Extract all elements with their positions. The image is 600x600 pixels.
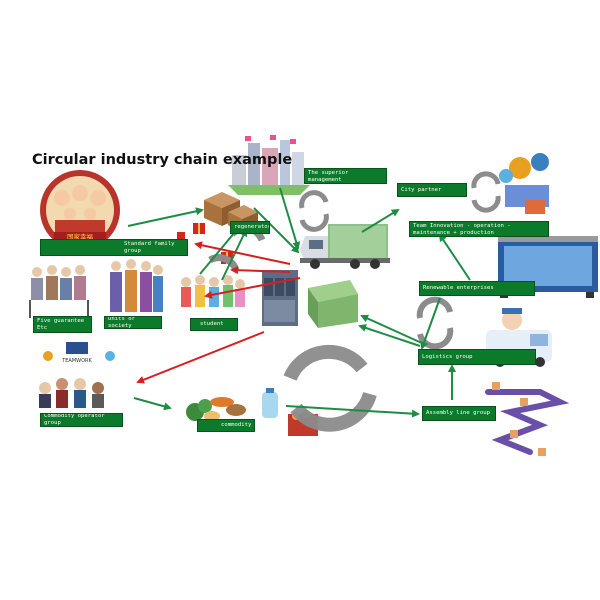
label-regenerator: regenerator xyxy=(230,221,270,234)
label-renewable-enterprises: Renewable enterprises xyxy=(419,281,535,296)
label-innovation: Team Innovation - operation - maintenanc… xyxy=(409,221,549,237)
teamwork-text: TEAMWORK xyxy=(61,358,92,364)
recycling-cabinet-icon xyxy=(262,270,298,326)
cycle-arrow xyxy=(471,171,501,213)
cycle-arrow xyxy=(299,190,329,232)
badge-text: 国家幸福 xyxy=(67,232,94,241)
adults-group-icon xyxy=(110,259,163,312)
children-group-icon xyxy=(181,275,245,307)
label-units-society: Units or society xyxy=(104,316,162,329)
truck-icon xyxy=(300,224,390,269)
arrow-green xyxy=(361,208,400,233)
arrow-green xyxy=(221,228,248,281)
arrow-red xyxy=(194,241,291,265)
arrow-green xyxy=(279,187,301,250)
arrow-red xyxy=(230,266,291,275)
label-student: student xyxy=(190,318,238,331)
label-logistics-group: Logistics group xyxy=(418,349,536,365)
teamwork-people-icon: TEAMWORK xyxy=(39,342,115,408)
city-buildings-icon xyxy=(228,135,310,195)
label-assembly-line-group: Assembly line group xyxy=(422,406,496,421)
label-commodity: commodity xyxy=(197,419,255,432)
arrow-green xyxy=(253,207,300,254)
recycling-container-icon xyxy=(308,280,358,328)
gears-team-icon xyxy=(499,153,549,214)
label-superior-management: The superior management xyxy=(304,168,387,184)
arrow-green xyxy=(127,207,204,227)
arrow-green xyxy=(133,397,172,411)
arrow-green xyxy=(420,297,441,350)
label-commodity-operator-group: Commodity operator group xyxy=(40,413,123,427)
label-standard-family-group: Standard family group xyxy=(40,239,188,256)
arrow-red xyxy=(204,277,301,299)
family-portrait-icon: 国家幸福 xyxy=(40,170,120,250)
flow-arrows xyxy=(127,187,471,418)
return-arrows xyxy=(136,241,301,384)
arrow-green xyxy=(285,405,420,418)
assembly-line-icon xyxy=(485,382,570,456)
cycle-arrow xyxy=(416,296,454,350)
label-city-partner: City partner xyxy=(397,183,467,197)
arrow-green xyxy=(438,233,471,281)
arrow-red xyxy=(136,331,265,384)
arrow-green xyxy=(360,314,425,345)
label-five-guarantee: Five guarantee Etc xyxy=(33,316,92,333)
arrow-green xyxy=(358,324,421,347)
diagram-title: Circular industry chain example xyxy=(32,152,293,168)
elderly-group-icon xyxy=(29,265,89,318)
cycle-arrow xyxy=(283,344,377,432)
